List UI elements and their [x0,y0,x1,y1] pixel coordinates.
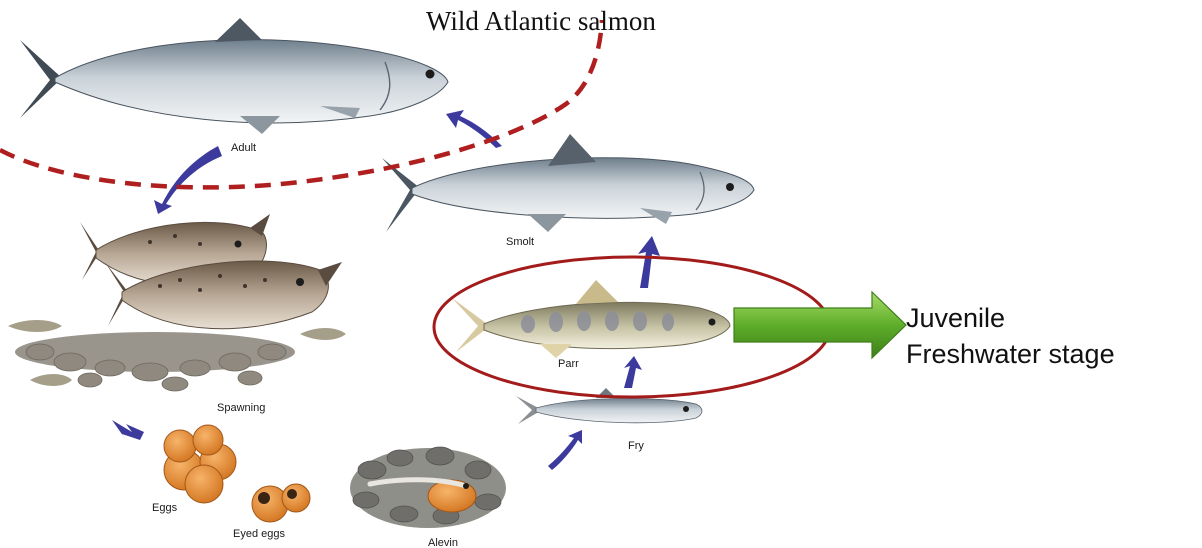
arrow-smolt-to-adult [446,110,502,148]
arrow-spawning-to-eggs [112,420,144,440]
callout-line-juvenile: Juvenile [906,300,1115,336]
arrow-parr-to-smolt [638,236,660,288]
stage-label-eggs: Eggs [152,502,177,514]
fry-fish [516,388,702,424]
arrow-adult-to-spawning [154,146,222,214]
smolt-salmon [382,134,754,232]
alevin-gravel [350,447,506,528]
stage-label-spawning: Spawning [217,402,265,414]
parr-fish [452,280,730,358]
eggs-cluster [164,425,236,503]
adult-salmon [20,18,448,134]
eyed-eggs [252,484,310,522]
stage-label-eyed-eggs: Eyed eggs [233,528,285,540]
diagram-title: Wild Atlantic salmon [426,6,656,37]
stage-label-smolt: Smolt [506,236,534,248]
arrow-fry-to-parr [624,356,642,388]
spawning-salmon-pair [8,214,346,391]
stage-label-fry: Fry [628,440,644,452]
stage-label-alevin: Alevin [428,537,458,548]
stage-label-parr: Parr [558,358,579,370]
callout-line-freshwater: Freshwater stage [906,336,1115,372]
juvenile-callout: Juvenile Freshwater stage [906,300,1115,372]
stage-label-adult: Adult [231,142,256,154]
arrow-eggs-to-alevin [548,430,582,470]
